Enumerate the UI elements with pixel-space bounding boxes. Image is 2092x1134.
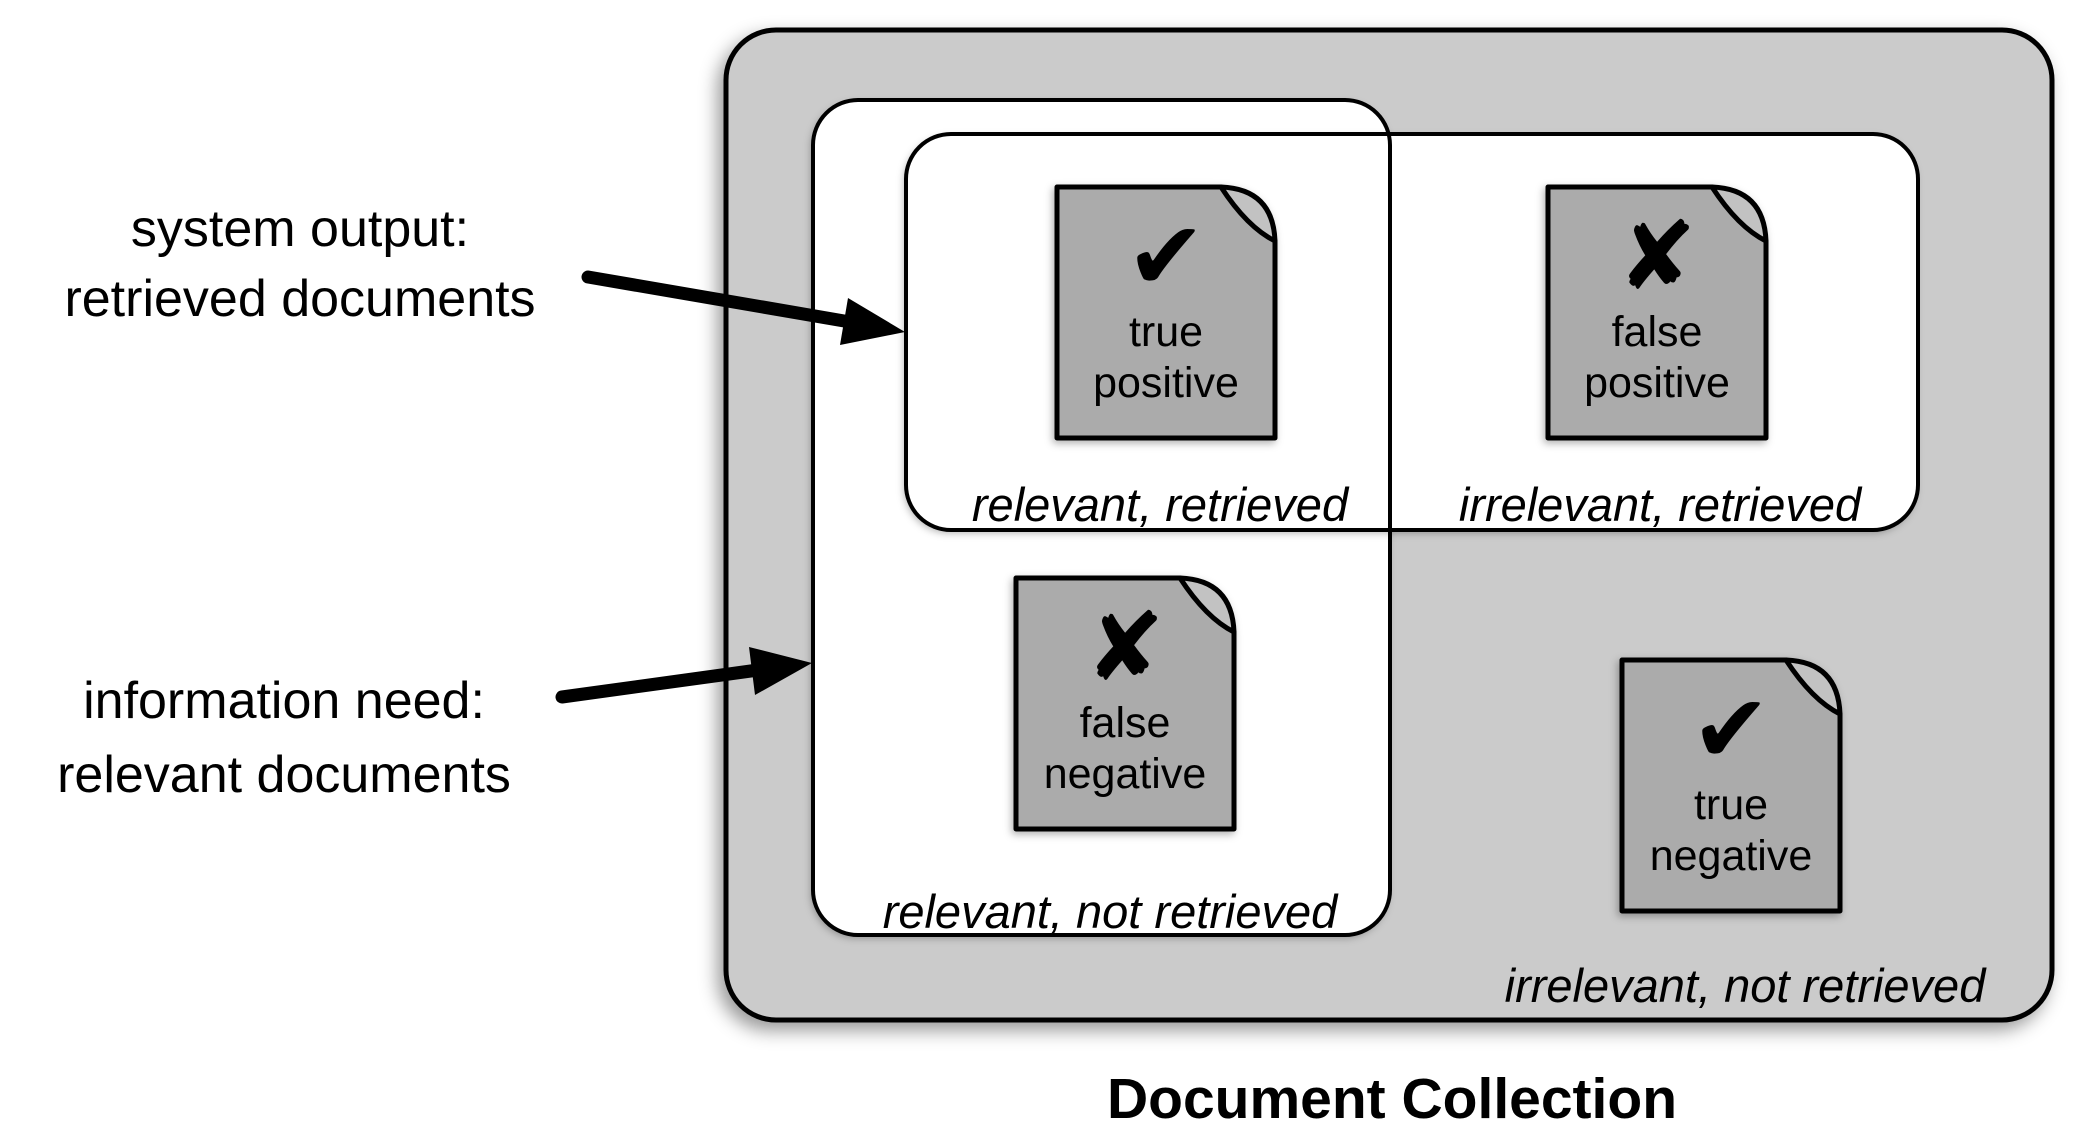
information-need-line2: relevant documents xyxy=(57,746,511,804)
folded-corner-icon xyxy=(1218,184,1278,244)
document-icon xyxy=(1013,575,1237,832)
page-title: Document Collection xyxy=(1107,1067,1677,1131)
arrow-to-retrieved-region xyxy=(581,270,905,345)
annotation-system-output: system output: retrieved documents xyxy=(64,200,535,328)
document-icon xyxy=(1619,657,1843,914)
doc-true-positive: ✔ true positive xyxy=(1054,184,1278,441)
cross-icon: ✘ xyxy=(1085,593,1165,703)
document-icon xyxy=(1054,184,1278,441)
label-relevant-retrieved: relevant, retrieved xyxy=(972,478,1350,531)
doc-true-negative: ✔ true negative xyxy=(1619,657,1843,914)
doc-label-line2: negative xyxy=(1044,750,1207,798)
cross-icon: ✘ xyxy=(1617,202,1697,312)
doc-label-line1: false xyxy=(1612,308,1703,356)
label-relevant-not-retrieved: relevant, not retrieved xyxy=(883,885,1339,938)
doc-false-positive: ✘ false positive xyxy=(1545,184,1769,441)
arrow-to-relevant-region xyxy=(555,647,812,704)
label-irrelevant-not-retrieved: irrelevant, not retrieved xyxy=(1505,959,1988,1012)
system-output-line1: system output: xyxy=(131,200,469,258)
annotation-information-need: information need: relevant documents xyxy=(57,672,511,804)
folded-corner-icon xyxy=(1709,184,1769,244)
doc-label-line1: true xyxy=(1129,308,1203,356)
doc-label-line2: positive xyxy=(1584,359,1730,407)
folded-corner-icon xyxy=(1177,575,1237,635)
label-irrelevant-retrieved: irrelevant, retrieved xyxy=(1459,478,1863,531)
doc-label-line2: negative xyxy=(1650,832,1813,880)
information-need-line1: information need: xyxy=(83,672,485,730)
doc-false-negative: ✘ false negative xyxy=(1013,575,1237,832)
check-icon: ✔ xyxy=(1126,202,1206,312)
doc-label-line1: false xyxy=(1080,699,1171,747)
retrieved-region-border xyxy=(904,132,1920,532)
system-output-line2: retrieved documents xyxy=(64,270,535,328)
document-icon xyxy=(1545,184,1769,441)
relevant-region-border xyxy=(811,98,1392,937)
doc-label-line1: true xyxy=(1694,781,1768,829)
folded-corner-icon xyxy=(1783,657,1843,717)
check-icon: ✔ xyxy=(1691,675,1771,785)
doc-label-line2: positive xyxy=(1093,359,1239,407)
